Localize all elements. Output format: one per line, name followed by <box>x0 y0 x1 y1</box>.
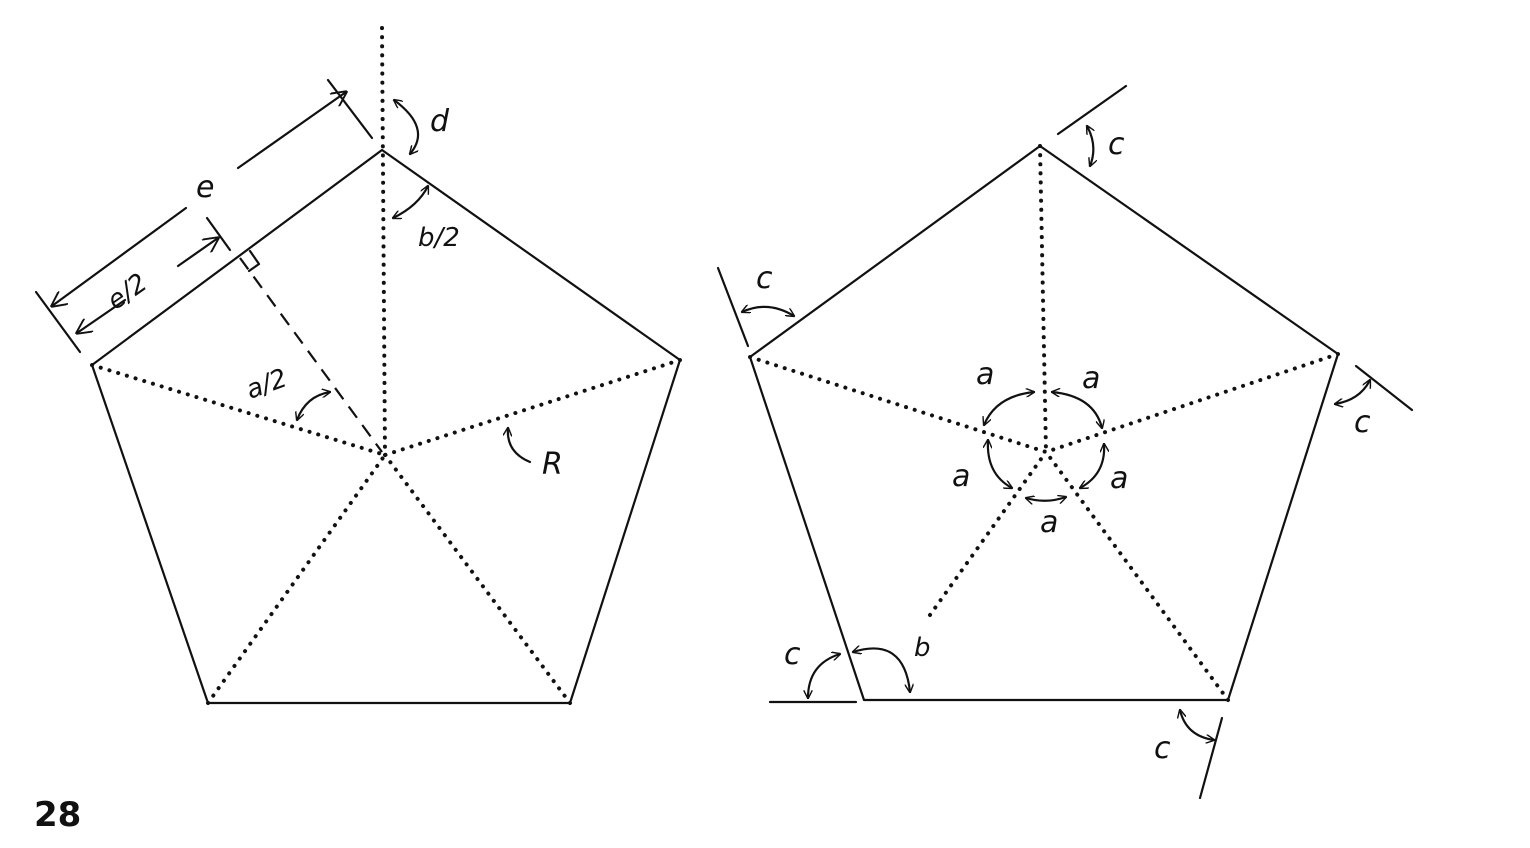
half-edge-dimension-line-left <box>77 298 127 333</box>
right-pentagon-outline <box>748 144 1340 702</box>
label-c-bottom-left: c <box>784 637 801 672</box>
left-radius-upper-right <box>383 358 682 457</box>
left-pentagon-figure: e e/2 a/2 b/2 d R <box>34 26 682 705</box>
label-d: d <box>430 104 450 139</box>
central-angle-arc-3 <box>1080 444 1104 488</box>
label-b: b <box>914 633 931 663</box>
extension-top <box>1056 84 1128 136</box>
interior-angle-arc <box>853 648 910 692</box>
radius-pointer-arc <box>508 428 532 464</box>
half-interior-angle-arc <box>393 186 428 218</box>
right-angle-mark <box>247 249 261 273</box>
exterior-angle-arc-bottom-right <box>1180 710 1214 740</box>
right-radius-top <box>1038 144 1048 454</box>
half-edge-tick <box>205 216 232 252</box>
edge-tick-left <box>34 290 82 354</box>
label-e-half: e/2 <box>102 268 153 316</box>
exterior-angle-arc-bottom-left <box>808 654 840 700</box>
label-R: R <box>542 447 563 482</box>
left-apothem <box>239 257 383 453</box>
central-angle-arc-1 <box>984 392 1034 425</box>
left-vertical-axis <box>380 26 387 457</box>
label-c-upper-right: c <box>1354 405 1371 440</box>
label-a-left: a <box>952 459 970 494</box>
right-radius-lower-left <box>928 450 1048 617</box>
edge-dimension-line-left <box>52 206 188 306</box>
extension-upper-right <box>1354 364 1414 412</box>
left-radius-upper-left <box>90 363 387 457</box>
edge-tick-right <box>326 78 374 140</box>
extension-upper-left <box>716 266 750 348</box>
label-c-bottom-right: c <box>1154 731 1171 766</box>
label-a-half: a/2 <box>242 363 291 405</box>
label-b-half: b/2 <box>418 223 460 253</box>
extension-bottom-right <box>1198 716 1224 800</box>
edge-dimension-line-right <box>236 92 346 170</box>
label-a-bottom: a <box>1040 505 1058 540</box>
right-pentagon-figure: a a a a a b c c c c c <box>716 84 1414 800</box>
label-c-upper-left: c <box>756 261 773 296</box>
exterior-angle-arc-upper-left <box>742 307 794 316</box>
label-a-top-left: a <box>976 357 994 392</box>
exterior-angle-arc-top <box>1087 126 1093 166</box>
left-radius-lower-right <box>383 453 572 705</box>
central-angle-arc-5 <box>988 440 1012 488</box>
label-a-top-right: a <box>1082 361 1100 396</box>
central-angle-arc-2 <box>1052 392 1102 428</box>
label-e: e <box>196 170 214 205</box>
label-a-right: a <box>1110 461 1128 496</box>
page-number: 28 <box>34 795 81 835</box>
left-pentagon-outline <box>90 148 682 705</box>
exterior-angle-arc-upper-right <box>1335 380 1370 404</box>
right-radius-upper-right <box>1044 352 1340 454</box>
right-radius-lower-right <box>1044 450 1230 702</box>
half-central-angle-arc <box>297 392 330 420</box>
left-radius-lower-left <box>206 453 387 705</box>
central-angle-arc-4 <box>1026 497 1066 501</box>
half-edge-dimension-line-right <box>176 238 218 268</box>
label-c-top: c <box>1108 127 1125 162</box>
right-radius-upper-left <box>748 355 1048 454</box>
exterior-angle-d-arc <box>394 100 420 154</box>
